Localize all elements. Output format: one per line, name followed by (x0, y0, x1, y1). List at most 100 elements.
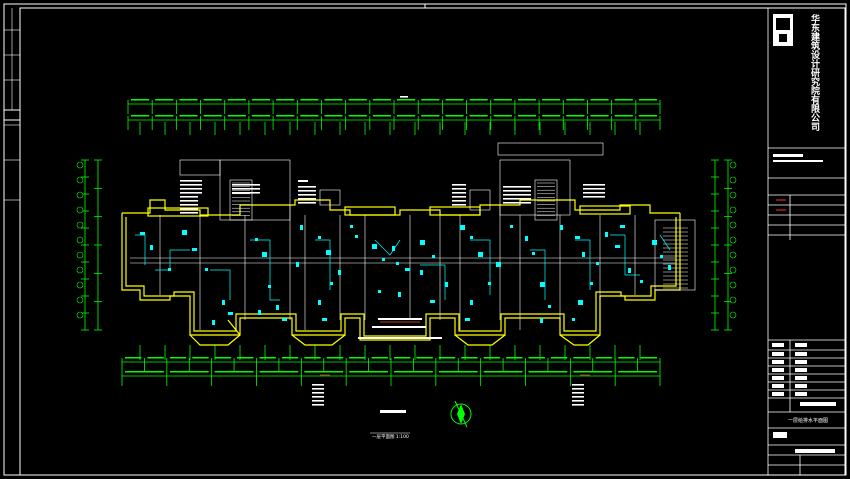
dimension-text (169, 371, 209, 373)
fixture (615, 245, 620, 248)
fixture (668, 265, 671, 270)
grid-bubble (76, 191, 84, 199)
dimension-text (614, 99, 633, 101)
dimension-text (131, 115, 150, 117)
annotation-text (452, 200, 466, 202)
fixture (540, 318, 543, 323)
title-block-bars (772, 343, 807, 396)
annotation-text (572, 388, 584, 390)
annotation-text (312, 384, 324, 386)
grid-bubble (729, 221, 737, 229)
fixture (465, 318, 470, 321)
annotation-text (232, 192, 260, 194)
dimension-text (461, 357, 478, 359)
grid-bubble (729, 251, 737, 259)
fixture (378, 290, 381, 293)
dimension-text (276, 99, 295, 101)
dimension-text (638, 115, 657, 117)
grid-bubble (76, 266, 84, 274)
fixture (372, 244, 377, 249)
fixture (532, 252, 535, 255)
dimension-text (227, 99, 246, 101)
fixture (296, 262, 299, 267)
drawing-title-marks (370, 410, 410, 434)
dimension-text (324, 115, 343, 117)
annotation-text (503, 198, 531, 200)
grid-bubble (76, 281, 84, 289)
grid-bubble (729, 161, 737, 169)
annotation-text (583, 192, 605, 194)
fixture (605, 232, 608, 237)
fixture (276, 305, 279, 310)
dimension-text (227, 115, 246, 117)
stair-hatch (232, 182, 688, 289)
fixture (228, 312, 233, 315)
fixture (572, 318, 575, 321)
fixture (405, 268, 410, 271)
fixture (255, 238, 258, 241)
grid-bubble (76, 296, 84, 304)
dimension-text (259, 371, 299, 373)
annotation-text (232, 184, 260, 186)
grid-bubble (76, 221, 84, 229)
fixture (432, 255, 435, 258)
fixture (338, 270, 341, 275)
dimension-text (259, 357, 276, 359)
plumbing-fixtures (140, 225, 671, 325)
grid-bubble (729, 296, 737, 304)
grid-bubble (76, 251, 84, 259)
fixture (355, 235, 358, 238)
dimension-text (276, 115, 295, 117)
fixture (268, 285, 271, 288)
dimension-text (125, 371, 164, 373)
dimension-text (371, 357, 388, 359)
annotation-text (452, 192, 466, 194)
annotation-text (452, 188, 466, 190)
dimension-text (517, 99, 537, 101)
annotation-text (180, 196, 198, 198)
annotation-text (503, 190, 531, 192)
fixture (660, 255, 663, 258)
fixture (205, 268, 208, 271)
annotation-text (180, 188, 202, 190)
dimension-text (179, 99, 198, 101)
annotation-text (180, 208, 198, 210)
dimension-text (155, 115, 174, 117)
grid-bubble (76, 206, 84, 214)
fixture (192, 248, 197, 251)
annotation-labels (180, 96, 605, 406)
dimension-text (469, 115, 488, 117)
fixture (628, 268, 631, 273)
grid-bubble (76, 161, 84, 169)
annotation-text (298, 198, 316, 200)
fixture (540, 282, 545, 287)
dimension-text (169, 357, 187, 359)
dimension-text (595, 357, 613, 359)
annotation-text (312, 392, 324, 394)
dimension-text (590, 99, 609, 101)
fixture (326, 250, 331, 255)
fixture (420, 270, 423, 275)
dimension-text (397, 99, 416, 101)
annotation-text (572, 400, 584, 402)
annotation-text (312, 396, 324, 398)
sheet-title: 一层给排水平面图 (788, 418, 829, 424)
dimension-text (517, 115, 537, 117)
fixture (258, 310, 261, 315)
fixture (575, 236, 580, 239)
annotation-text (180, 212, 198, 214)
title-block-marks (773, 154, 836, 453)
dimension-text (566, 115, 585, 117)
fixture (470, 236, 473, 239)
fixture (560, 225, 563, 230)
fixture (430, 300, 435, 303)
fixture (318, 300, 321, 305)
dimension-text (438, 357, 456, 359)
fixture (396, 262, 399, 265)
fixture (392, 246, 395, 251)
annotation-text (452, 204, 466, 206)
fixture (262, 252, 267, 257)
dimension-text (300, 99, 319, 101)
annotation-text (572, 404, 584, 406)
grid-bubble (729, 266, 737, 274)
